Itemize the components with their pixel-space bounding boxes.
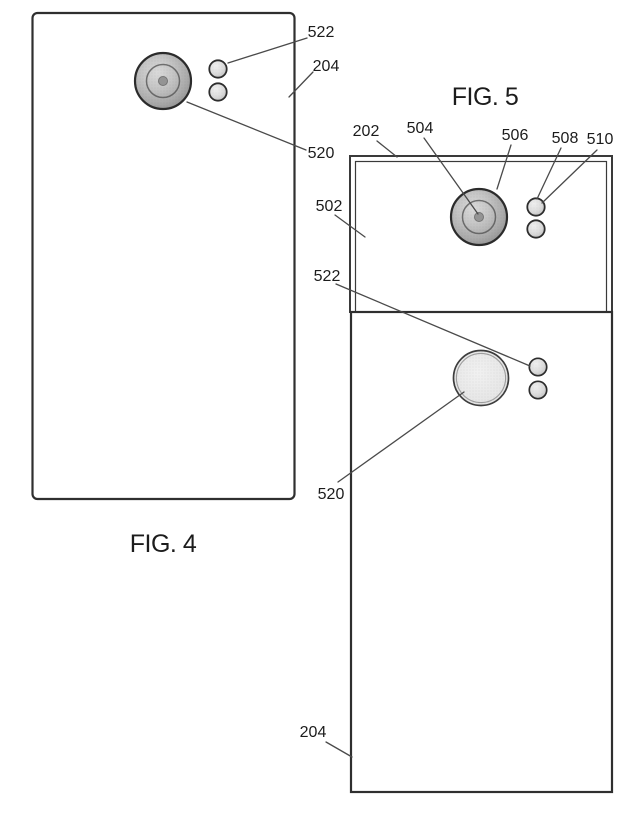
fig4-labels: 522 204 520 FIG. 4 — [130, 24, 340, 558]
fig5-group: FIG. 5 202 504 506 508 510 502 522 520 2… — [300, 83, 614, 794]
fig4-device-back-panel — [31, 11, 296, 501]
fig5-caption: FIG. 5 — [452, 83, 518, 111]
fig5-leader-lines — [325, 137, 598, 758]
fig5-leader-502 — [334, 214, 366, 238]
fig5-ref-504: 504 — [407, 120, 434, 137]
fig4-caption: FIG. 4 — [130, 530, 197, 558]
fig4-group: 522 204 520 FIG. 4 — [31, 11, 340, 558]
fig5-rear-flash-top-circle — [528, 357, 548, 377]
fig5-ref-508: 508 — [552, 130, 579, 147]
fig4-leader-lines — [186, 37, 314, 151]
fig5-ref-520: 520 — [318, 486, 345, 503]
fig4-ref-522: 522 — [308, 24, 335, 41]
fig4-leader-520 — [186, 101, 307, 151]
fig5-ref-204: 204 — [300, 724, 327, 741]
fig5-leader-510 — [541, 149, 598, 204]
fig4-flash-top-circle — [208, 59, 228, 79]
fig4-flash-bottom-circle — [208, 82, 228, 102]
fig5-module-camera-lens — [449, 187, 509, 247]
fig5-leader-520 — [337, 391, 465, 483]
fig4-camera-lens — [133, 51, 193, 111]
fig4-leader-522 — [227, 37, 308, 64]
fig5-leader-508 — [536, 147, 562, 200]
fig5-rear-camera-opening — [452, 349, 510, 407]
fig4-ref-204: 204 — [313, 58, 340, 75]
fig5-leader-504 — [423, 137, 479, 215]
fig5-ref-202: 202 — [353, 123, 380, 140]
fig5-ref-506: 506 — [502, 127, 529, 144]
fig5-leader-506 — [496, 144, 512, 190]
fig5-ref-522: 522 — [314, 268, 341, 285]
fig5-leader-202 — [376, 140, 398, 158]
fig5-labels: FIG. 5 202 504 506 508 510 502 522 520 2… — [300, 83, 614, 741]
fig4-leader-204 — [288, 71, 314, 98]
fig5-ref-510: 510 — [587, 131, 614, 148]
fig5-ref-502: 502 — [316, 198, 343, 215]
fig5-module-flash-bottom-circle — [526, 219, 546, 239]
fig5-leader-522 — [335, 283, 531, 367]
fig5-leader-204 — [325, 741, 353, 758]
fig5-module-flash-top-circle — [526, 197, 546, 217]
fig5-rear-flash-bottom-circle — [528, 380, 548, 400]
fig4-ref-520: 520 — [308, 145, 335, 162]
